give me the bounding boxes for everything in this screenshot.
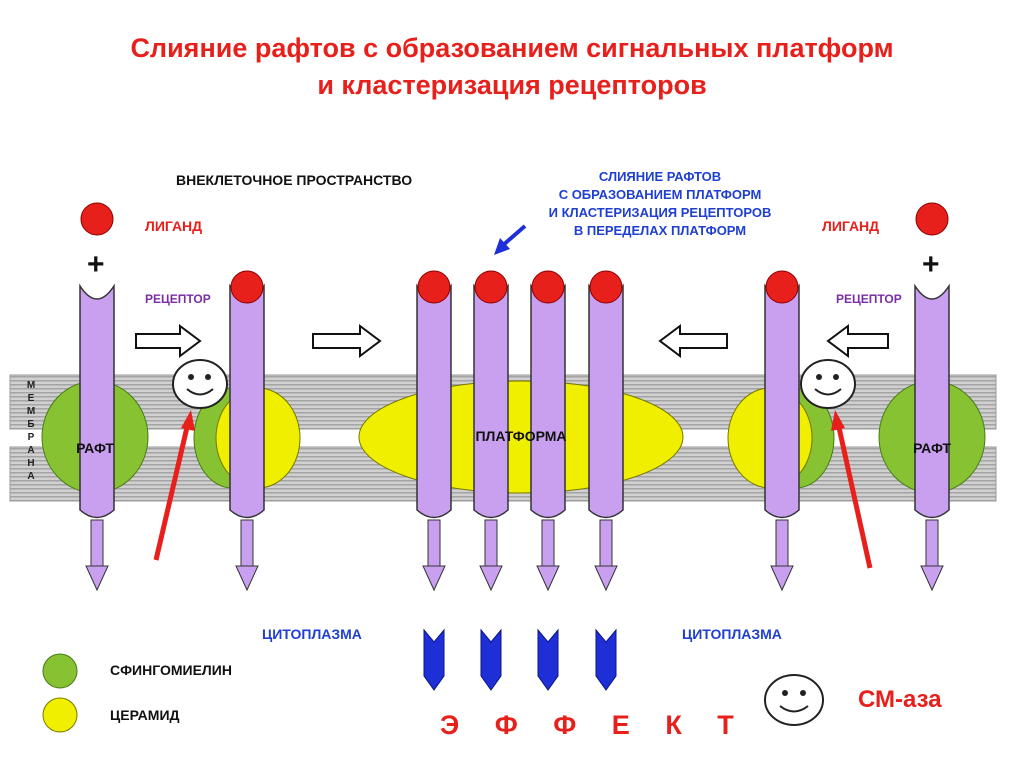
extracellular-label: ВНЕКЛЕТОЧНОЕ ПРОСТРАНСТВО — [176, 172, 413, 188]
effect-chevron — [537, 628, 559, 691]
receptor-bound-ligand — [531, 270, 565, 304]
smase-legend-label: СМ-аза — [858, 686, 942, 713]
receptor-body — [79, 283, 115, 519]
receptor-tail-tip — [594, 565, 618, 592]
receptor-tail — [541, 519, 555, 571]
receptor-bound-ligand — [230, 270, 264, 304]
blue-pointer-arrow — [494, 224, 527, 255]
effect-chevron — [595, 628, 617, 691]
receptor-tail-tip — [85, 565, 109, 592]
fusion-arrow-right-center — [658, 324, 728, 358]
effect-chevron — [480, 628, 502, 691]
receptor-tail — [775, 519, 789, 571]
receptor-tail-tip — [235, 565, 259, 592]
fusion-note-line-3: И КЛАСТЕРИЗАЦИЯ РЕЦЕПТОРОВ — [548, 205, 772, 220]
receptor-label-right: РЕЦЕПТОР — [836, 292, 902, 306]
red-arrow-left — [153, 410, 195, 561]
receptor — [914, 283, 950, 592]
cytoplasm-label-left: ЦИТОПЛАЗМА — [262, 626, 362, 642]
receptor-tail-tip — [422, 565, 446, 592]
raft-label-right: РАФТ — [913, 440, 951, 456]
receptor-body — [588, 283, 624, 519]
fusion-arrow-left — [135, 324, 202, 358]
membrane-letter: Р — [27, 432, 35, 443]
receptor-bound-ligand — [765, 270, 799, 304]
receptor-label-left: РЕЦЕПТОР — [145, 292, 211, 306]
receptor-body — [473, 283, 509, 519]
raft-label-left: РАФТ — [76, 440, 114, 456]
ligand-label-left: ЛИГАНД — [145, 218, 203, 234]
legend-sphingomyelin-label: СФИНГОМИЕЛИН — [110, 662, 232, 678]
membrane-letter: Б — [27, 419, 35, 430]
receptor-tail-tip — [920, 565, 944, 592]
membrane-letter: М — [26, 406, 36, 417]
receptors — [79, 270, 950, 592]
ligand-free-left — [80, 202, 114, 236]
receptor-bound-ligand — [474, 270, 508, 304]
receptor-tail-tip — [536, 565, 560, 592]
receptor-tail — [484, 519, 498, 571]
receptor-body — [530, 283, 566, 519]
receptor-bound-ligand — [589, 270, 623, 304]
receptor-tail-tip — [770, 565, 794, 592]
receptor-bound-ligand — [417, 270, 451, 304]
receptor-body — [229, 283, 265, 519]
fusion-note-line-1: СЛИЯНИЕ РАФТОВ — [598, 169, 722, 184]
receptor-body — [416, 283, 452, 519]
membrane-letter: М — [26, 380, 36, 391]
red-arrow-right — [831, 410, 873, 569]
membrane-letter: А — [27, 471, 35, 482]
cytoplasm-label-right: ЦИТОПЛАЗМА — [682, 626, 782, 642]
fusion-note: СЛИЯНИЕ РАФТОВ С ОБРАЗОВАНИЕМ ПЛАТФОРМ И… — [527, 168, 793, 240]
smase-legend-icon — [764, 674, 824, 726]
receptor — [764, 270, 800, 592]
effect-chevron — [423, 628, 445, 691]
legend-ceramide-dot — [42, 697, 78, 733]
platform-label: ПЛАТФОРМА — [475, 428, 567, 444]
fusion-note-line-4: В ПЕРЕДЕЛАХ ПЛАТФОРМ — [573, 223, 747, 238]
legend-ceramide-label: ЦЕРАМИД — [110, 707, 180, 723]
title-line-1: Слияние рафтов с образованием сигнальных… — [130, 33, 894, 63]
receptor-body — [764, 283, 800, 519]
fusion-arrow-left-center — [312, 324, 382, 358]
plus-right: + — [922, 248, 940, 281]
receptor — [416, 270, 452, 592]
receptor-tail — [240, 519, 254, 571]
receptor-tail — [925, 519, 939, 571]
receptor — [229, 270, 265, 592]
receptor-tail-tip — [479, 565, 503, 592]
membrane-letter: А — [27, 445, 35, 456]
effect-chevrons — [423, 628, 617, 691]
receptor — [530, 270, 566, 592]
fusion-note-line-2: С ОБРАЗОВАНИЕМ ПЛАТФОРМ — [558, 187, 762, 202]
receptor — [473, 270, 509, 592]
legend-sphingomyelin-dot — [42, 653, 78, 689]
fusion-arrow-right — [826, 324, 889, 358]
receptor-tail — [427, 519, 441, 571]
receptor-tail — [90, 519, 104, 571]
effect-label: Э Ф Ф Е К Т — [440, 710, 748, 740]
receptor — [79, 283, 115, 592]
membrane-letter: Е — [27, 393, 35, 404]
receptor — [588, 270, 624, 592]
membrane-letter: Н — [27, 458, 35, 469]
smase-right — [800, 359, 856, 409]
smase-left — [172, 359, 228, 409]
ligand-label-right: ЛИГАНД — [822, 218, 880, 234]
receptor-tail — [599, 519, 613, 571]
plus-left: + — [87, 248, 105, 281]
receptor-body — [914, 283, 950, 519]
ligand-free-right — [915, 202, 949, 236]
title-line-2: и кластеризация рецепторов — [317, 70, 707, 100]
